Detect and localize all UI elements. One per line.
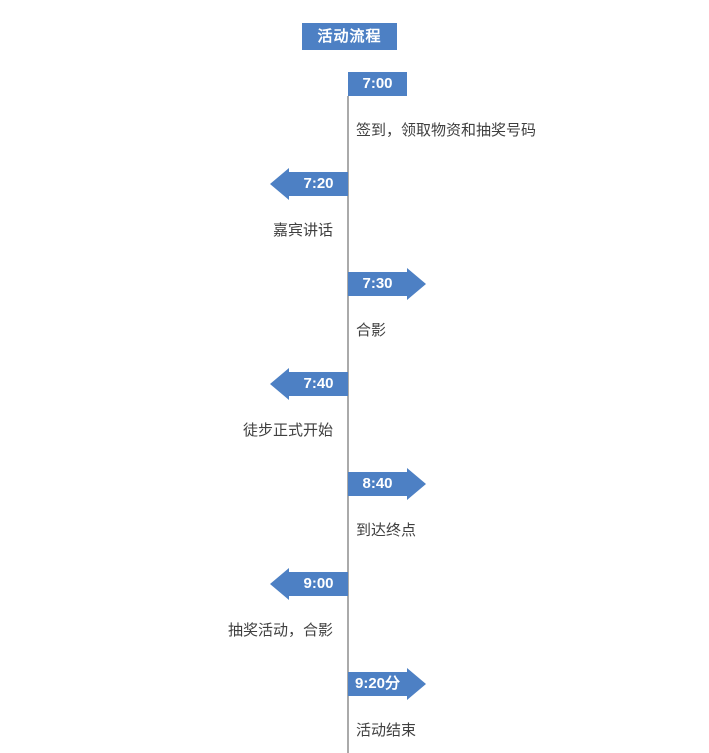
- arrow-head-icon: [407, 668, 426, 700]
- timeline-item: 9:20分 活动结束: [0, 668, 709, 753]
- timeline-item: 7:30 合影: [0, 268, 709, 372]
- event-description: 抽奖活动，合影: [227, 622, 333, 639]
- time-arrow: 7:40: [270, 368, 348, 400]
- event-description: 合影: [356, 322, 387, 339]
- arrow-head-icon: [407, 268, 426, 300]
- time-label: 8:40: [362, 475, 393, 492]
- arrow-head-icon: [270, 568, 289, 600]
- event-description: 到达终点: [356, 522, 417, 539]
- arrow-head-icon: [270, 168, 289, 200]
- event-description: 签到，领取物资和抽奖号码: [356, 122, 537, 139]
- arrow-head-icon: [270, 368, 289, 400]
- timeline-item: 7:40 徒步正式开始: [0, 368, 709, 472]
- time-label: 7:30: [362, 275, 393, 292]
- time-arrow: 7:30: [348, 268, 426, 300]
- time-label: 7:00: [362, 75, 393, 92]
- event-description: 活动结束: [356, 722, 417, 739]
- timeline-item: 9:00 抽奖活动，合影: [0, 568, 709, 672]
- timeline-axis: [347, 96, 349, 753]
- page-title: 活动流程: [302, 23, 397, 50]
- time-label: 9:20分: [354, 675, 401, 692]
- event-description: 嘉宾讲话: [272, 222, 333, 239]
- time-label: 7:40: [303, 375, 334, 392]
- time-arrow: 7:00: [348, 72, 407, 96]
- time-arrow: 9:00: [270, 568, 348, 600]
- time-arrow: 9:20分: [348, 668, 426, 700]
- page-title-label: 活动流程: [317, 28, 382, 45]
- time-arrow: 7:20: [270, 168, 348, 200]
- time-label: 9:00: [303, 575, 334, 592]
- timeline-item: 8:40 到达终点: [0, 468, 709, 572]
- timeline-item: 7:20 嘉宾讲话: [0, 168, 709, 272]
- time-label: 7:20: [303, 175, 334, 192]
- arrow-head-icon: [407, 468, 426, 500]
- timeline-item: 7:00 签到，领取物资和抽奖号码: [0, 72, 709, 172]
- event-description: 徒步正式开始: [242, 422, 333, 439]
- time-arrow: 8:40: [348, 468, 426, 500]
